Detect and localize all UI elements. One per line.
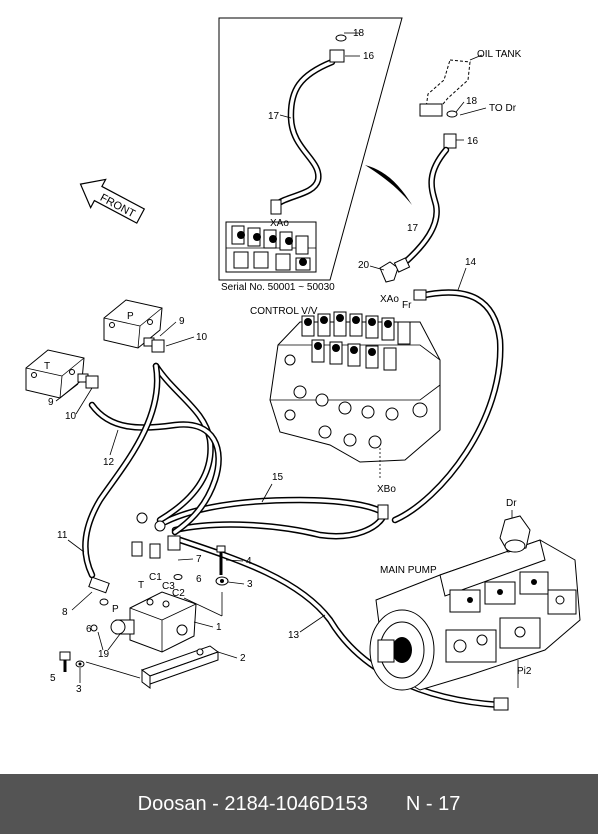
page-number: N - 17 [405,792,461,815]
callout-7: 7 [196,554,202,565]
inset-pointer-arrow [365,165,412,205]
oil-tank-label: OIL TANK [477,49,522,60]
callout-11: 11 [57,530,68,541]
callout-1: 1 [216,622,222,633]
bolt-4 [216,545,226,553]
t-port-label: T [138,580,144,591]
bolt-5 [59,651,71,661]
inset-valve-cluster [225,221,317,273]
elbow-10-p [151,339,165,353]
callout-3-bottom: 3 [76,684,82,695]
bracket-2 [140,645,220,689]
xao-port-label: XAo [380,294,399,305]
control-valve [269,311,441,480]
dr-port-label: Dr [506,498,517,509]
callout-9-t: 9 [48,397,54,408]
callout-18-inset: 18 [353,28,365,39]
main-pump [369,515,581,691]
front-direction-arrow: FRONT [79,178,146,224]
callout-9-p: 9 [179,316,185,327]
hydraulic-parts-diagram: 18 16 17 XAo Serial No. 50001 ~ 50030 FR… [25,17,581,711]
manifold-block-1 [110,591,197,653]
elbow-10-t [85,375,99,389]
c2-label: C2 [172,588,185,599]
callout-16-inset: 16 [363,51,375,62]
callout-8: 8 [62,607,68,618]
callout-17-inset: 17 [268,111,280,122]
hose-12 [88,401,222,536]
callout-18-right: 18 [466,96,478,107]
p-port-label: P [112,604,119,615]
pi2-port-label: Pi2 [517,666,532,677]
fr-port-label: Fr [402,300,412,311]
to-dr-label: TO Dr [489,103,517,114]
callout-12: 12 [103,457,115,468]
fitting-cluster [131,512,181,559]
callout-15: 15 [272,472,284,483]
t-block-label: T [44,361,50,372]
c1-label: C1 [149,572,162,583]
callout-14: 14 [465,257,477,268]
callout-3-top: 3 [247,579,253,590]
callout-6-left: 6 [86,624,92,635]
p-block: P [103,299,163,349]
inset-xao-label: XAo [270,218,289,229]
callout-4: 4 [246,556,252,567]
check-valve-8 [88,576,110,594]
hose-17-drain [398,146,450,269]
callout-6: 6 [196,574,202,585]
title-separator: - [212,792,219,815]
callout-13: 13 [288,630,300,641]
serial-variant-inset: 18 16 17 XAo Serial No. 50001 ~ 50030 [218,17,403,293]
inset-hose-17 [272,58,336,209]
brand-name: Doosan [137,792,207,815]
callout-10-t: 10 [65,411,77,422]
control-valve-label: CONTROL V/V [250,306,318,317]
callout-10-p: 10 [196,332,208,343]
inset-fitting-16 [329,49,345,63]
part-number: 2184-1046D153 [224,792,368,815]
callout-2: 2 [240,653,246,664]
callout-16-right: 16 [467,136,479,147]
c3-label: C3 [162,581,175,592]
main-pump-label: MAIN PUMP [380,565,437,576]
serial-number-label: Serial No. 50001 ~ 50030 [221,282,335,293]
callout-17-right: 17 [407,223,419,234]
oil-tank-elbow [419,59,471,149]
xbo-port-label: XBo [377,484,396,495]
inset-oring-18 [335,34,347,42]
t-block: T [25,349,85,399]
callout-20: 20 [358,260,370,271]
p-block-label: P [127,311,134,322]
hose-12a [152,362,214,524]
callout-19: 19 [98,649,110,660]
elbow-fitting-20 [379,261,399,283]
callout-5: 5 [50,673,56,684]
footer-caption: Doosan - 2184-1046D153 N - 17 [0,774,598,834]
